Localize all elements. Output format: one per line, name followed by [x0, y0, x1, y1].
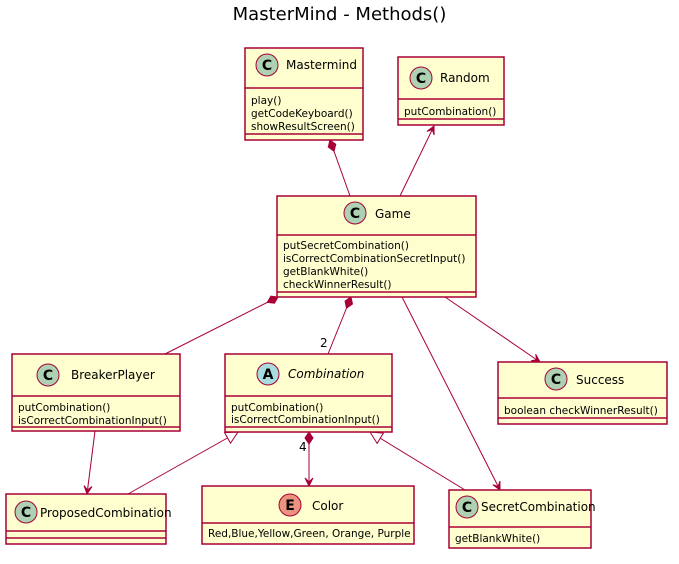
method: putCombination(): [231, 402, 323, 414]
class-name: Combination: [288, 367, 364, 381]
diagram-title: MasterMind - Methods(): [233, 4, 447, 25]
edge-breakerplayer-proposed: [87, 430, 96, 494]
edge-mastermind-game: [327, 139, 351, 197]
class-success[interactable]: C Success boolean checkWinnerResult(): [497, 361, 668, 425]
class-secretcombination[interactable]: C SecretCombination getBlankWhite(): [448, 489, 596, 549]
enum-icon: [278, 493, 302, 517]
edge-game-secretcombination: [401, 296, 500, 490]
method: boolean checkWinnerResult(): [504, 405, 658, 417]
enum-values: Red,Blue,Yellow,Green, Orange, Purple: [208, 528, 411, 540]
class-name: Success: [576, 373, 624, 387]
class-icon-letter: C: [350, 206, 360, 222]
class-name: Color: [312, 499, 343, 513]
method: play(): [251, 95, 281, 107]
class-icon-letter: C: [551, 372, 561, 388]
class-icon: [409, 66, 433, 90]
class-game[interactable]: C Game putSecretCombination() isCorrectC…: [276, 195, 477, 298]
class-name: BreakerPlayer: [71, 368, 155, 382]
method: isCorrectCombinationSecretInput(): [283, 253, 465, 265]
edge-proposed-combination: [127, 432, 238, 495]
class-mastermind[interactable]: C Mastermind play() getCodeKeyboard() sh…: [244, 47, 364, 141]
method: showResultScreen(): [251, 121, 355, 133]
class-icon: [544, 367, 568, 391]
class-icon-letter: E: [285, 498, 295, 514]
class-icon-letter: C: [416, 71, 426, 87]
edge-game-breakerplayer: [164, 295, 279, 355]
class-icon-letter: C: [262, 58, 272, 74]
class-icon: [455, 495, 479, 519]
method: checkWinnerResult(): [283, 279, 392, 291]
class-color[interactable]: E Color Red,Blue,Yellow,Green, Orange, P…: [201, 485, 415, 545]
method: getBlankWhite(): [455, 533, 540, 545]
method: isCorrectCombinationInput(): [18, 415, 167, 427]
edge-secret-combination: [370, 432, 466, 491]
method: putCombination(): [18, 402, 110, 414]
method: getCodeKeyboard(): [251, 108, 353, 120]
class-icon: [14, 500, 38, 524]
class-icon-letter: C: [21, 505, 31, 521]
multiplicity-game-combination: 2: [320, 336, 328, 350]
class-icon-letter: C: [43, 368, 53, 384]
class-breakerplayer[interactable]: C BreakerPlayer putCombination() isCorre…: [11, 353, 181, 432]
edge-game-success: [444, 296, 540, 362]
edge-game-combination: [327, 296, 354, 355]
method: isCorrectCombinationInput(): [231, 414, 380, 426]
class-name: SecretCombination: [481, 500, 596, 514]
multiplicity-combination-color: 4: [299, 440, 307, 454]
class-proposedcombination[interactable]: C ProposedCombination: [5, 493, 172, 545]
class-icon: [343, 201, 367, 225]
method: getBlankWhite(): [283, 266, 368, 278]
class-name: Mastermind: [286, 58, 357, 72]
class-icon-letter: A: [263, 367, 274, 383]
class-name: Game: [375, 207, 411, 221]
edge-game-random: [399, 126, 434, 197]
class-name: ProposedCombination: [40, 506, 172, 520]
class-combination[interactable]: A Combination putCombination() isCorrect…: [224, 353, 393, 433]
method: putCombination(): [404, 106, 496, 118]
method: putSecretCombination(): [283, 240, 409, 252]
class-icon-letter: C: [462, 500, 472, 516]
class-icon: [255, 53, 279, 77]
abstract-class-icon: [256, 362, 280, 386]
class-icon: [36, 363, 60, 387]
class-random[interactable]: C Random putCombination(): [397, 56, 505, 126]
class-name: Random: [440, 71, 490, 85]
